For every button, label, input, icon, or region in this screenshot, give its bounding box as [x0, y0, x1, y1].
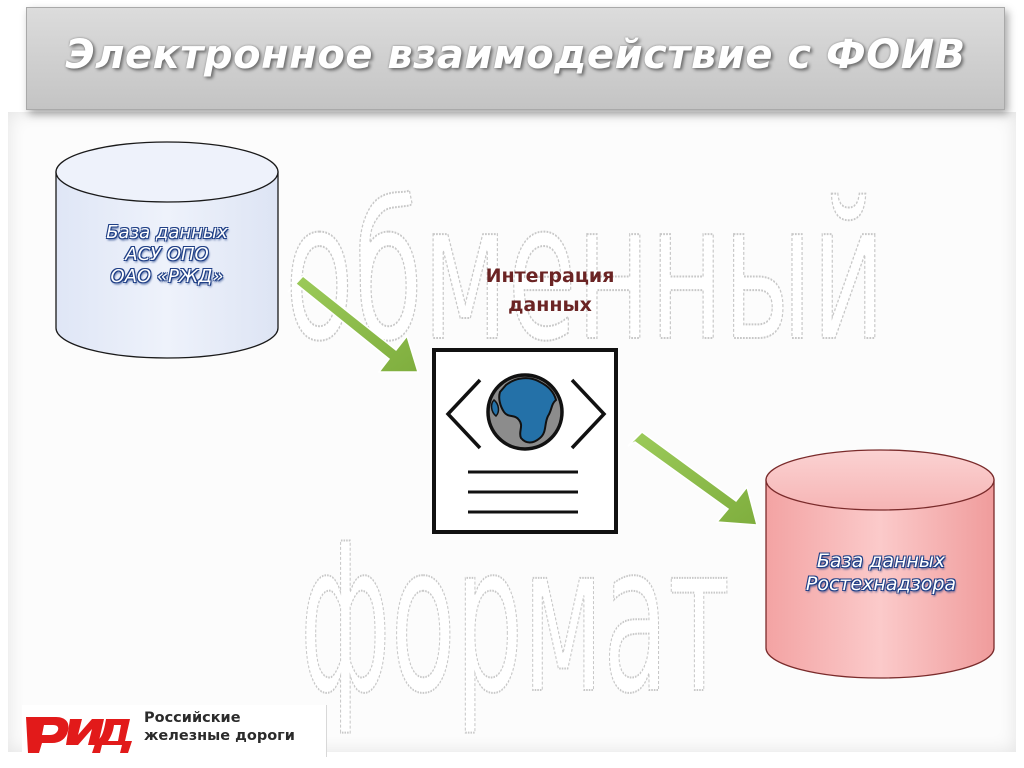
target-database-label-line: База данных [816, 550, 946, 572]
logo-text-line: Российские [144, 710, 241, 726]
logo-text-line: железные дороги [144, 728, 295, 745]
source-database-cylinder [55, 141, 279, 359]
source-database-label-line: ОАО «РЖД» [110, 265, 224, 287]
source-database-label-line: АСУ ОПО [125, 243, 209, 265]
rzd-logo: Российские железные дороги [22, 705, 327, 757]
web-document-globe-icon [432, 348, 618, 534]
integration-label-line: Интеграция [485, 265, 615, 287]
title-bar: Электронное взаимодействие с ФОИВ [26, 7, 1005, 110]
integration-label-line: данных [508, 293, 592, 316]
target-database-label: База данных Ростехнадзора [766, 550, 996, 596]
arrow-source-to-integration [287, 274, 420, 373]
target-database-label-line: Ростехнадзора [805, 573, 957, 596]
source-database-label-line: База данных [106, 222, 228, 243]
source-database-label: База данных АСУ ОПО ОАО «РЖД» [56, 222, 278, 288]
arrow-integration-to-target [627, 431, 758, 526]
integration-label: Интеграция данных [440, 262, 660, 319]
logo-text: Российские железные дороги [144, 709, 324, 745]
rzd-logo-mark-icon [26, 717, 132, 753]
slide-title: Электронное взаимодействие с ФОИВ [65, 32, 966, 78]
target-database-cylinder [765, 449, 995, 679]
